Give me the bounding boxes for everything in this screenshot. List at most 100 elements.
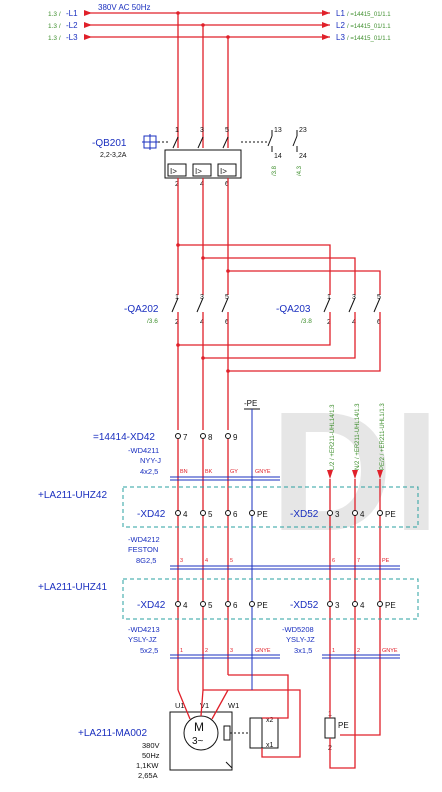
uhz42-xd52-name: -XD52	[290, 509, 319, 520]
pe-label: -PE	[244, 399, 257, 408]
xd42-top-name: =14414-XD42	[93, 432, 155, 443]
qa202-t2: 2	[175, 319, 179, 326]
qb201-aux-13: 13	[274, 127, 282, 134]
wd4213-core-gnye: GNYE	[255, 648, 271, 654]
qa202-t5: 5	[225, 294, 229, 301]
qb201-aux-23: 23	[299, 127, 307, 134]
l3-out: L3	[336, 33, 345, 42]
xd42-top-terminals: =14414-XD42 7 8 9	[93, 432, 238, 443]
wd4212-cable: -WD4212 FESTON 8G2,5 3 4 5 6 7 PE	[128, 535, 400, 570]
xd42-top-8: 8	[208, 433, 213, 442]
qb201-name: -QB201	[92, 138, 127, 149]
xd52-ref-n: N/2 / +ER211-UHL14/1.3	[355, 403, 361, 470]
motor-spec-voltage: 380V	[142, 741, 160, 750]
supply-voltage: 380V AC 50Hz	[98, 3, 150, 12]
qa202-t3: 3	[200, 294, 204, 301]
l3-name: -L3	[66, 33, 78, 42]
wd4213-core-1: 1	[180, 648, 183, 654]
uhz41-name: +LA211-UHZ41	[38, 582, 107, 593]
qa203-t2: 2	[327, 319, 331, 326]
motor-spec-power: 1,1KW	[136, 761, 159, 770]
qa202-t6: 6	[225, 319, 229, 326]
motor-symbol: M	[194, 720, 204, 734]
qb201-t3: 3	[200, 127, 204, 134]
wd4212-name: -WD4212	[128, 535, 160, 544]
uhz41-xd42-pe: PE	[257, 601, 268, 610]
uhz42-xd52-3: 3	[335, 510, 340, 519]
wd4211-core-bk: BK	[205, 469, 213, 475]
supply-section: 380V AC 50Hz 1.3 / -L1 1.3 / -L2 1.3 / -…	[48, 3, 391, 42]
heater-pe: PE	[338, 721, 349, 730]
qb201-t6: 6	[225, 181, 229, 188]
wd4213-type: YSLY-JZ	[128, 635, 157, 644]
uhz42-xd52-4: 4	[360, 510, 365, 519]
qa203-name: -QA203	[276, 304, 311, 315]
uhz41-xd42-name: -XD42	[137, 600, 166, 611]
l2-out: L2	[336, 21, 345, 30]
motor-spec-current: 2,65A	[138, 771, 158, 780]
qa202-t4: 4	[200, 319, 204, 326]
uhz42-box: +LA211-UHZ42 -XD42 4 5 6 PE -XD52 3 4 PE	[38, 486, 419, 528]
qb201-t1: 1	[175, 127, 179, 134]
motor-ma002: +LA211-MA002 380V 50Hz 1,1KW 2,65A U1 V1…	[78, 672, 301, 780]
wd4211-core-bn: BN	[180, 469, 188, 475]
uhz41-xd52-4: 4	[360, 601, 365, 610]
wd4211-type: NYY-J	[140, 456, 161, 465]
motor-term-u1: U1	[175, 701, 185, 710]
qa203-contactor: -QA203 /3.8 1 3 5 2 4 6	[276, 294, 381, 326]
qb201-breaker: -QB201 2,2-3,2A 1 3 5 I> I> I> 2 4 6 13	[92, 127, 307, 188]
wd4212-core-7: 7	[357, 558, 360, 564]
xd52-refs: L/2 / +ER211-UHL14/1.3 N/2 / +ER211-UHL1…	[327, 403, 386, 479]
qb201-trip-3: I>	[220, 167, 227, 176]
uhz42-name: +LA211-UHZ42	[38, 490, 107, 501]
wd4213-core-3: 3	[230, 648, 233, 654]
l2-target: / =14415_01/1.1	[347, 24, 391, 30]
qa203-t6: 6	[377, 319, 381, 326]
wd4212-core-3: 3	[180, 558, 183, 564]
l3-ref: 1.3 /	[48, 35, 61, 42]
pe-source: -PE	[244, 399, 260, 430]
wd4211-core-gy: GY	[230, 469, 238, 475]
brake-x2: x2	[266, 717, 274, 724]
qb201-rating: 2,2-3,2A	[100, 152, 127, 159]
l2-name: -L2	[66, 21, 78, 30]
uhz41-xd42-4: 4	[183, 601, 188, 610]
uhz42-xd42-pe: PE	[257, 510, 268, 519]
motor-spec-freq: 50Hz	[142, 751, 160, 760]
l1-target: / =14415_01/1.1	[347, 12, 391, 18]
l3-target: / =14415_01/1.1	[347, 36, 391, 42]
xd42-top-9: 9	[233, 433, 238, 442]
uhz42-xd42-6: 6	[233, 510, 238, 519]
l1-out: L1	[336, 9, 345, 18]
uhz42-xd52-pe: PE	[385, 510, 396, 519]
qa203-t5: 5	[377, 294, 381, 301]
heater-element: 1 2 PE	[324, 700, 381, 769]
wd4213-cable: -WD4213 YSLY-JZ 5x2,5 1 2 3 GNYE	[128, 625, 280, 659]
uhz41-xd52-pe: PE	[385, 601, 396, 610]
xd52-ref-pe: PE/2 / +ER211-UHL1/1.3	[380, 403, 386, 470]
uhz41-xd52-name: -XD52	[290, 600, 319, 611]
l1-ref: 1.3 /	[48, 11, 61, 18]
qa202-contactor: -QA202 /3.6 1 3 5 2 4 6	[124, 294, 229, 326]
wd4213-size: 5x2,5	[140, 646, 158, 655]
uhz42-xd42-name: -XD42	[137, 509, 166, 520]
motor-name: +LA211-MA002	[78, 728, 147, 739]
motor-phase: 3~	[192, 736, 204, 747]
qa203-ref: /3.8	[301, 318, 312, 325]
wd4213-name: -WD4213	[128, 625, 160, 634]
xd42-top-7: 7	[183, 433, 188, 442]
wd5208-type: YSLY-JZ	[286, 635, 315, 644]
wd5208-name: -WD5208	[282, 625, 314, 634]
xd52-ref-l: L/2 / +ER211-UHL14/1.3	[330, 404, 336, 470]
motor-term-v1: V1	[200, 701, 209, 710]
wd5208-core-gnye: GNYE	[382, 648, 398, 654]
qb201-aux-14: 14	[274, 153, 282, 160]
wd4212-type: FESTON	[128, 545, 158, 554]
qb201-aux-ref-1: /3.8	[272, 165, 278, 176]
qb201-t4: 4	[200, 181, 204, 188]
l2-ref: 1.3 /	[48, 23, 61, 30]
uhz42-xd42-5: 5	[208, 510, 213, 519]
qa203-t1: 1	[327, 294, 331, 301]
qa203-t3: 3	[352, 294, 356, 301]
